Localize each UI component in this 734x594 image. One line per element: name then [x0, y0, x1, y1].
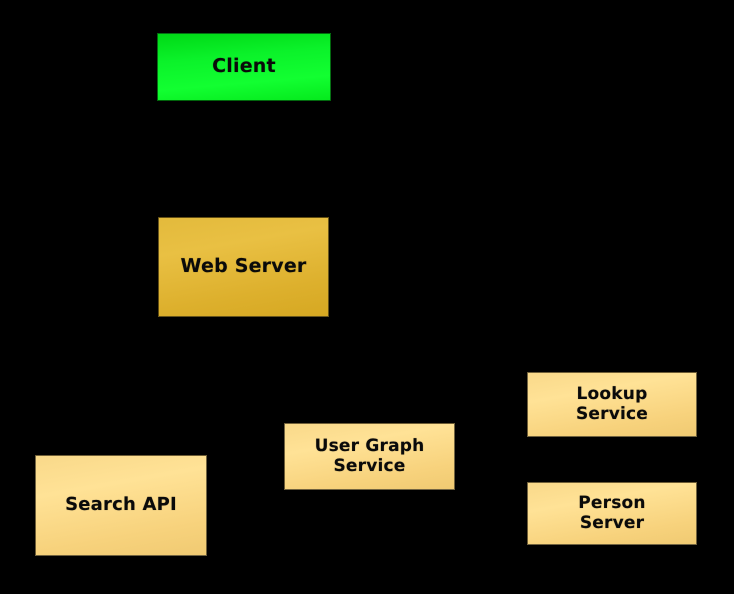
node-web-server[interactable]: Web Server	[158, 217, 329, 317]
edge-web-server-to-user-graph-service	[289, 316, 370, 424]
node-user-graph-service-label: User Graph Service	[314, 436, 425, 476]
edge-web-server-to-search-api	[120, 316, 201, 456]
node-client[interactable]: Client	[157, 33, 331, 101]
node-lookup-service-label: Lookup Service	[575, 384, 649, 424]
node-user-graph-service[interactable]: User Graph Service	[284, 423, 455, 490]
node-client-label: Client	[212, 55, 276, 78]
node-person-server[interactable]: Person Server	[527, 482, 697, 545]
node-person-server-label: Person Server	[578, 493, 646, 533]
node-lookup-service[interactable]: Lookup Service	[527, 372, 697, 437]
edge-user-graph-service-to-person-server	[454, 469, 528, 506]
edge-web-server-to-lookup-service	[328, 299, 528, 401]
node-web-server-label: Web Server	[180, 255, 307, 278]
node-search-api-label: Search API	[65, 494, 177, 516]
node-search-api[interactable]: Search API	[35, 455, 207, 556]
